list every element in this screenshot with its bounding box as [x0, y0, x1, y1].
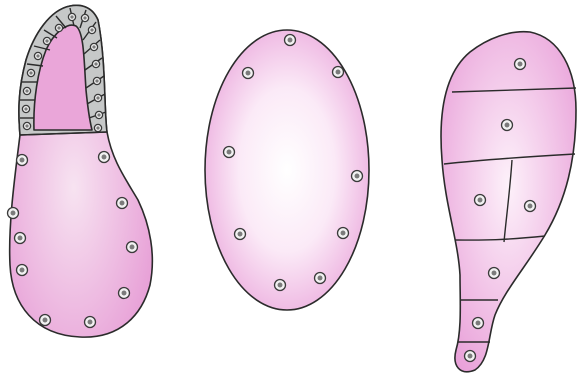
right-nucleus [465, 351, 476, 362]
cap-nucleus [94, 94, 101, 101]
left-body-nucleus [17, 265, 28, 276]
cap-nucleus [23, 122, 30, 129]
left-body-nucleus [15, 233, 26, 244]
middle-nucleus [243, 68, 254, 79]
middle-nucleus [285, 35, 296, 46]
right-nucleus [515, 59, 526, 70]
cap-nucleus [68, 13, 75, 20]
left-body-nucleus [8, 208, 19, 219]
right-nucleus [489, 268, 500, 279]
cap-nucleus [93, 77, 100, 84]
left-sac [8, 5, 153, 337]
cap-nucleus [34, 52, 41, 59]
middle-sac [205, 30, 369, 310]
left-body-nucleus [117, 198, 128, 209]
cap-nucleus [88, 26, 95, 33]
middle-nucleus [338, 228, 349, 239]
middle-sac-body [205, 30, 369, 310]
right-structure [441, 32, 576, 372]
middle-nucleus [275, 280, 286, 291]
cap-nucleus [81, 14, 88, 21]
cap-nucleus [23, 87, 30, 94]
middle-nucleus [224, 147, 235, 158]
right-nucleus [525, 201, 536, 212]
cap-nucleus [90, 43, 97, 50]
right-nucleus [473, 318, 484, 329]
cap-nucleus [22, 105, 29, 112]
cap-nucleus [27, 69, 34, 76]
cap-nucleus [95, 111, 102, 118]
left-body-nucleus [85, 317, 96, 328]
left-body-nucleus [119, 288, 130, 299]
cap-nucleus [55, 24, 62, 31]
cap-nucleus [92, 60, 99, 67]
middle-nucleus [333, 67, 344, 78]
left-body-nucleus [99, 152, 110, 163]
middle-nucleus [235, 229, 246, 240]
middle-nucleus [352, 171, 363, 182]
middle-nucleus [315, 273, 326, 284]
left-body-nucleus [17, 155, 28, 166]
right-nucleus [475, 195, 486, 206]
cap-nucleus [43, 37, 50, 44]
cap-nucleus [94, 124, 101, 131]
right-nucleus [502, 120, 513, 131]
left-body-nucleus [40, 315, 51, 326]
left-body-nucleus [127, 242, 138, 253]
